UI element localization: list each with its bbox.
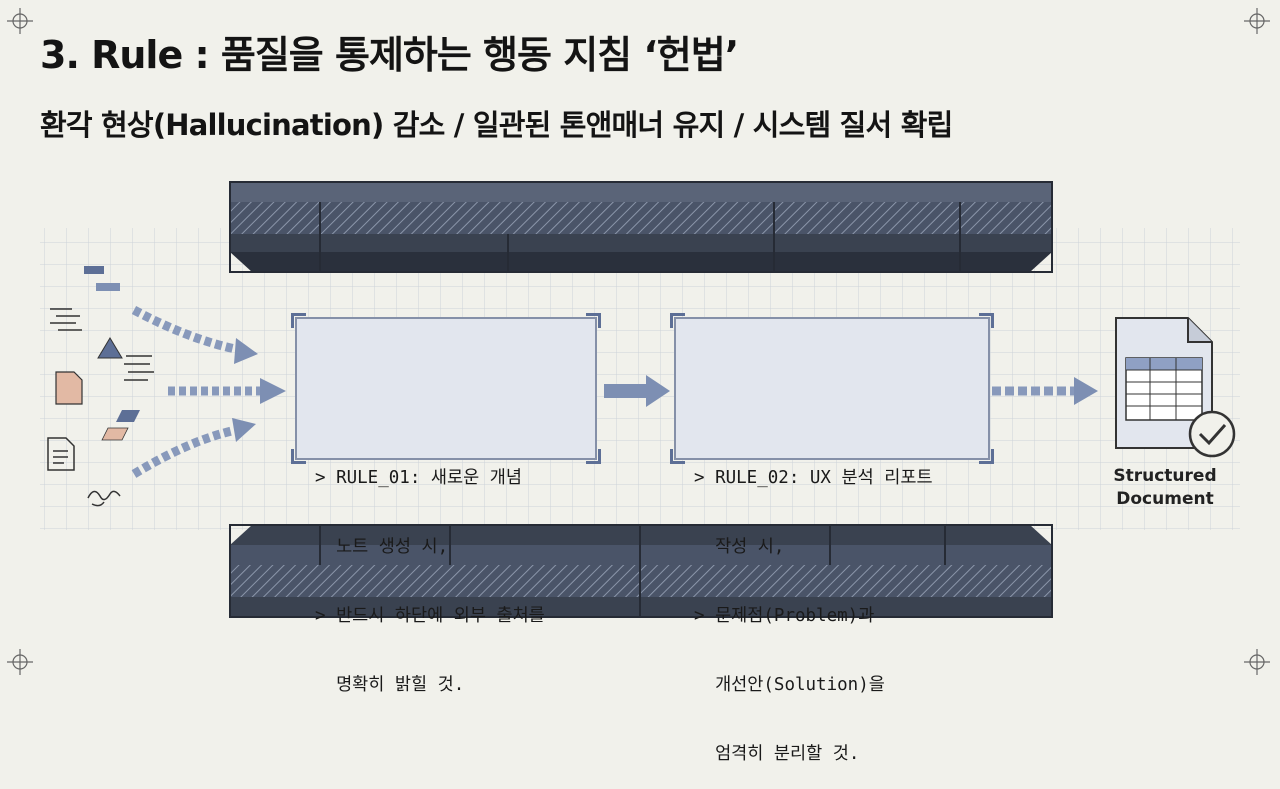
rule-01-line: 명확히 밝힐 것. [315,675,465,695]
top-wall [229,181,1053,273]
document-icon [55,371,83,405]
output-label-line1: Structured [1113,466,1217,486]
crosshair-icon [1244,649,1270,675]
corner-bracket [586,313,601,328]
rule-01-box: > RULE_01: 새로운 개념 노트 생성 시, > 반드시 하단에 외부 … [291,313,601,695]
parallelogram-icon [116,410,140,422]
crosshair-icon [7,649,33,675]
output-label: Structured Document [1100,465,1230,511]
page-title: 3. Rule : 품질을 통제하는 행동 지침 ‘헌법’ [40,33,739,77]
input-arrowheads [232,338,286,442]
rule-02-line: > RULE_02: UX 분석 리포트 [694,468,933,488]
rule-02-line: 엄격히 분리할 것. [694,744,860,764]
crosshair-icon [1244,8,1270,34]
input-fragments [47,266,154,507]
bottom-wall [229,524,1053,618]
corner-bracket [586,449,601,464]
rule-01-line: > 반드시 하단에 외부 출처를 [315,606,545,626]
parallelogram-icon [101,427,129,441]
corner-bracket [979,449,994,464]
connector-arrow [604,375,670,407]
rule-02-line: 개선안(Solution)을 [694,675,885,695]
note-icon [47,437,75,471]
corner-bracket [291,449,306,464]
output-arrow [992,377,1098,405]
rule-01-line: 노트 생성 시, [315,537,449,557]
grid-background [40,228,1240,530]
scribble-icon [87,490,121,507]
page-subtitle: 환각 현상(Hallucination) 감소 / 일관된 톤앤매너 유지 / … [40,108,953,142]
triangle-icon [97,337,123,359]
corner-bracket [670,449,685,464]
corner-bracket [670,313,685,328]
output-label-line2: Document [1116,489,1214,509]
text-lines-icon [50,308,82,331]
structured-document-icon [1115,317,1236,458]
input-arrows [131,306,262,478]
bar-fragment-icon [96,283,120,291]
rule-02-box: > RULE_02: UX 분석 리포트 작성 시, > 문제점(Problem… [670,313,994,764]
corner-bracket [979,313,994,328]
bar-fragment-icon [84,266,104,274]
crosshair-icon [7,8,33,34]
rule-diagram [40,181,1240,618]
check-icon [1188,410,1236,458]
rule-02-line: > 문제점(Problem)과 [694,606,875,626]
corner-bracket [291,313,306,328]
text-lines-icon [124,355,154,381]
rule-02-line: 작성 시, [694,537,785,557]
rule-01-line: > RULE_01: 새로운 개념 [315,468,522,488]
